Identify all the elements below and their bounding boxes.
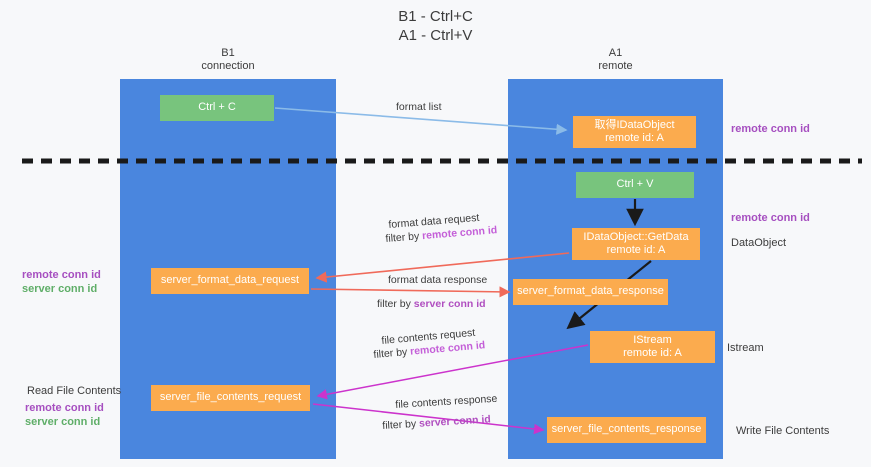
annotation-left-conn-ids-2: remote conn id server conn id (25, 401, 104, 429)
page-title: B1 - Ctrl+C A1 - Ctrl+V (0, 7, 871, 45)
node-server-file-contents-response-label: server_file_contents_response (551, 423, 702, 436)
node-idataobject-getdata-remote-id: remote id: A (606, 244, 666, 256)
node-istream-label: IStream (633, 333, 672, 346)
annotation-left-server-conn-id-2: server conn id (25, 416, 101, 428)
filter-prefix: filter by (385, 230, 423, 245)
edge-label-format-data-response: format data response (388, 274, 487, 287)
annotation-left-remote-conn-id-1: remote conn id (22, 269, 101, 281)
lane-header-b1: B1 connection (120, 47, 336, 73)
annotation-remote-conn-id-top-text: remote conn id (731, 123, 810, 135)
node-server-format-data-request[interactable]: server_format_data_request (151, 268, 309, 294)
annotation-dataobject-text: DataObject (731, 237, 787, 249)
node-ctrl-v[interactable]: Ctrl + V (576, 172, 694, 198)
lane-b1-subtitle: connection (201, 60, 255, 72)
annotation-write-file-contents: Write File Contents (736, 424, 829, 438)
annotation-read-file-contents: Read File Contents (27, 384, 121, 398)
node-server-file-contents-response[interactable]: server_file_contents_response (547, 417, 706, 443)
edge-label-format-list-text: format list (396, 101, 442, 113)
lane-b1-name: B1 (221, 47, 235, 59)
node-server-format-data-request-label: server_format_data_request (160, 274, 300, 287)
title-line-1: B1 - Ctrl+C (398, 8, 473, 25)
node-get-idataobject-remote-id: remote id: A (605, 132, 664, 144)
filter-prefix: filter by (382, 417, 420, 432)
node-server-format-data-response[interactable]: server_format_data_response (513, 279, 668, 305)
annotation-left-conn-ids-1: remote conn id server conn id (22, 268, 101, 296)
annotation-left-server-conn-id-1: server conn id (22, 283, 98, 295)
node-server-format-data-response-label: server_format_data_response (517, 285, 664, 298)
node-server-file-contents-request-label: server_file_contents_request (159, 391, 302, 404)
node-idataobject-getdata-label: IDataObject::GetData (583, 230, 689, 243)
node-idataobject-getdata[interactable]: IDataObject::GetData remote id: A (572, 228, 700, 260)
annotation-istream: Istream (727, 341, 764, 355)
lane-a1-subtitle: remote (598, 60, 633, 72)
annotation-read-file-contents-text: Read File Contents (27, 385, 122, 397)
filter-key-server-conn-id: server conn id (413, 298, 486, 310)
node-get-idataobject[interactable]: 取得IDataObject remote id: A (573, 116, 696, 148)
annotation-remote-conn-id-top: remote conn id (731, 122, 810, 136)
node-ctrl-c[interactable]: Ctrl + C (160, 95, 274, 121)
filter-prefix: filter by (373, 345, 411, 361)
annotation-istream-text: Istream (727, 342, 764, 354)
lane-header-a1: A1 remote (508, 47, 723, 73)
lane-a1-name: A1 (608, 47, 623, 59)
node-ctrl-c-label: Ctrl + C (198, 101, 236, 114)
node-istream-remote-id: remote id: A (623, 347, 682, 359)
node-ctrl-v-label: Ctrl + V (616, 178, 654, 191)
filter-prefix: filter by (377, 298, 414, 310)
node-istream[interactable]: IStream remote id: A (590, 331, 715, 363)
annotation-write-file-contents-text: Write File Contents (736, 425, 830, 437)
node-get-idataobject-label: 取得IDataObject (594, 118, 675, 131)
edge-label-format-data-response-text: format data response (388, 274, 488, 286)
annotation-remote-conn-id-mid: remote conn id (731, 211, 810, 225)
annotation-remote-conn-id-mid-text: remote conn id (731, 212, 810, 224)
annotation-dataobject: DataObject (731, 236, 786, 250)
title-line-2: A1 - Ctrl+V (398, 27, 473, 44)
edge-label-format-data-response-filter: filter by server conn id (377, 298, 486, 311)
edge-label-format-list: format list (396, 101, 442, 114)
node-server-file-contents-request[interactable]: server_file_contents_request (151, 385, 310, 411)
annotation-left-remote-conn-id-2: remote conn id (25, 402, 104, 414)
